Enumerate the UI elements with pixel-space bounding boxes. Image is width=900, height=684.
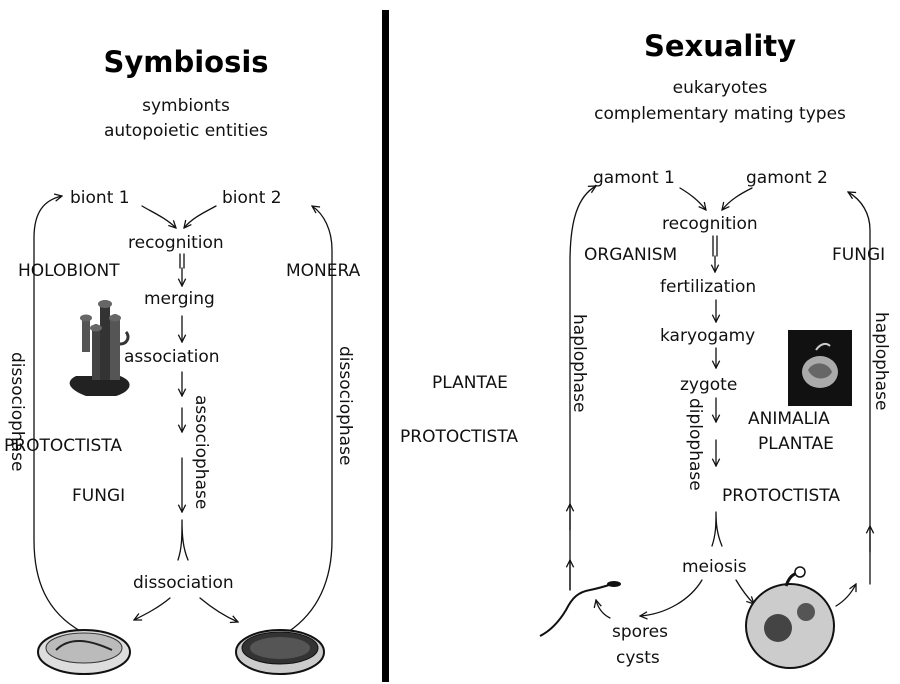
organism-label: ORGANISM [584, 245, 677, 265]
sperm-cell-illustration [540, 581, 621, 636]
symbiosis-fungi-label: FUNGI [72, 486, 125, 506]
fertilization-label: fertilization [660, 277, 756, 297]
symbiosis-subtitle-1: symbionts [142, 96, 230, 116]
sexuality-fungi-label: FUNGI [832, 245, 885, 265]
gamont-1-label: gamont 1 [593, 168, 675, 188]
dissociophase-right-label: dissociophase [335, 346, 355, 465]
associophase-label: associophase [191, 395, 211, 509]
dish-right-illustration [236, 630, 324, 674]
spore-cyst-illustration [746, 567, 834, 668]
dissociophase-left-label: dissociophase [7, 352, 27, 471]
merging-label: merging [144, 289, 215, 309]
cysts-label: cysts [616, 648, 660, 668]
meiosis-label: meiosis [682, 557, 747, 577]
association-label: association [124, 347, 220, 367]
protoctista-left-label: PROTOCTISTA [400, 427, 518, 447]
karyogamy-label: karyogamy [660, 326, 755, 346]
sexuality-title: Sexuality [644, 29, 796, 63]
coral-organism-illustration [70, 300, 130, 396]
biont-1-label: biont 1 [70, 188, 130, 208]
symbiosis-subtitle-2: autopoietic entities [104, 121, 268, 141]
dish-left-illustration [38, 630, 130, 674]
sexuality-recognition-label: recognition [662, 214, 758, 234]
sexuality-subtitle-1: eukaryotes [673, 78, 768, 98]
diplophase-label: diplophase [685, 398, 705, 491]
gamont-2-label: gamont 2 [746, 168, 828, 188]
monera-label: MONERA [286, 261, 361, 281]
haplophase-right-label: haplophase [871, 312, 891, 410]
panel-divider [382, 10, 389, 682]
symbiosis-title: Symbiosis [103, 45, 268, 79]
symbiosis-recognition-label: recognition [128, 233, 224, 253]
spores-label: spores [612, 622, 668, 642]
biont-2-label: biont 2 [222, 188, 282, 208]
animalia-label: ANIMALIA [748, 409, 830, 429]
plantae-left-label: PLANTAE [432, 373, 508, 393]
sexuality-subtitle-2: complementary mating types [594, 104, 846, 124]
protoctista-right-label: PROTOCTISTA [722, 486, 840, 506]
zygote-label: zygote [680, 375, 737, 395]
holobiont-label: HOLOBIONT [18, 261, 120, 281]
animal-embryo-illustration [788, 330, 852, 406]
dissociation-label: dissociation [133, 573, 234, 593]
plantae-right-label: PLANTAE [758, 434, 834, 454]
haplophase-left-label: haplophase [569, 314, 589, 412]
